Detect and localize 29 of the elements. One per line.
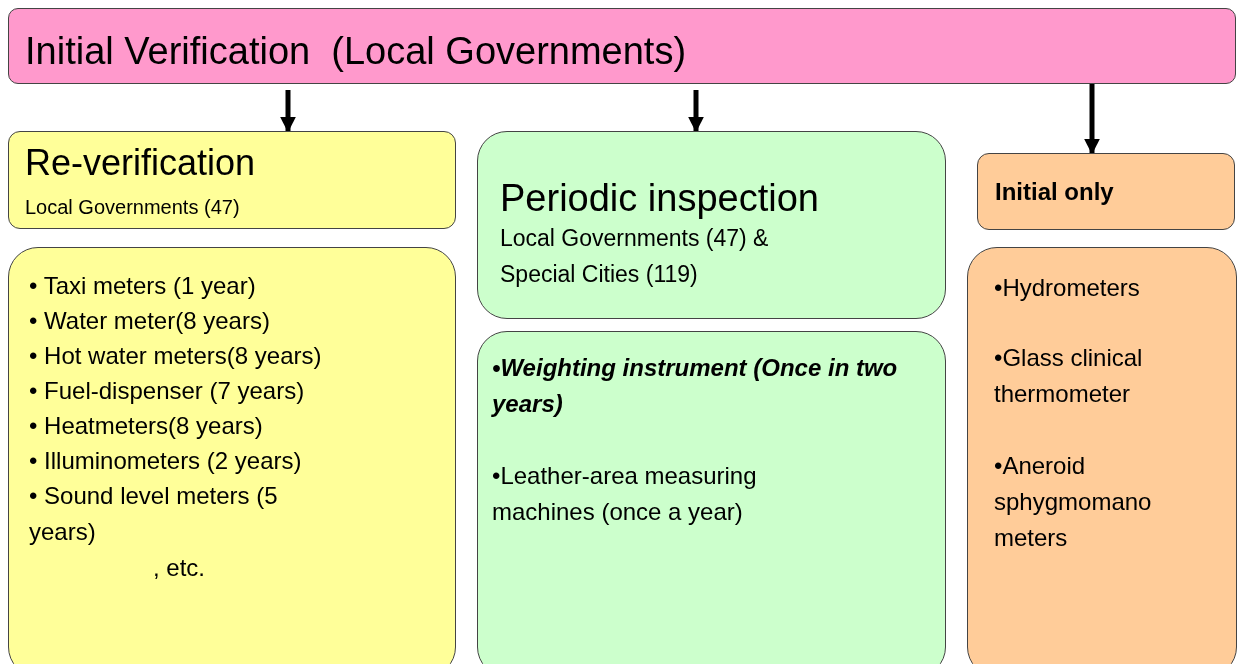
list-item: •Weighting instrument (Once in two years) — [492, 353, 899, 419]
list-item: •Hydrometers — [994, 273, 1141, 303]
heading-text: Initial only — [995, 177, 1115, 207]
category-box — [8, 131, 456, 229]
list-item: •Aneroid sphygmomano meters — [994, 451, 1153, 553]
list-item: •Glass clinical thermometer — [994, 343, 1144, 409]
list-item: • Heatmeters(8 years) — [29, 411, 264, 441]
category-box — [977, 153, 1235, 230]
list-item: • Illuminometers (2 years) — [29, 446, 303, 476]
heading-text: Re-verification — [25, 141, 257, 185]
subheading-text: Local Governments (47) — [25, 195, 241, 220]
list-item: • Taxi meters (1 year) — [29, 271, 257, 301]
title-text: Initial Verification (Local Governments) — [25, 29, 688, 74]
subheading-text: Local Governments (47) & Special Cities (119) — [500, 224, 770, 289]
list-panel — [967, 247, 1237, 664]
list-item: •Leather-area measuring machines (once a year) — [492, 461, 758, 527]
arrow — [688, 90, 704, 133]
list-item: • Sound level meters (5 years) — [29, 481, 279, 547]
list-item: • Water meter(8 years) — [29, 306, 271, 336]
heading-text: Periodic inspection — [500, 176, 820, 221]
list-panel — [8, 247, 456, 664]
arrow — [1084, 84, 1100, 155]
list-item: • Fuel-dispenser (7 years) — [29, 376, 306, 406]
list-panel — [477, 331, 946, 664]
list-item: • Hot water meters(8 years) — [29, 341, 323, 371]
title-bar — [8, 8, 1236, 84]
category-box — [477, 131, 946, 319]
list-item: , etc. — [153, 553, 207, 583]
arrow — [280, 90, 296, 133]
